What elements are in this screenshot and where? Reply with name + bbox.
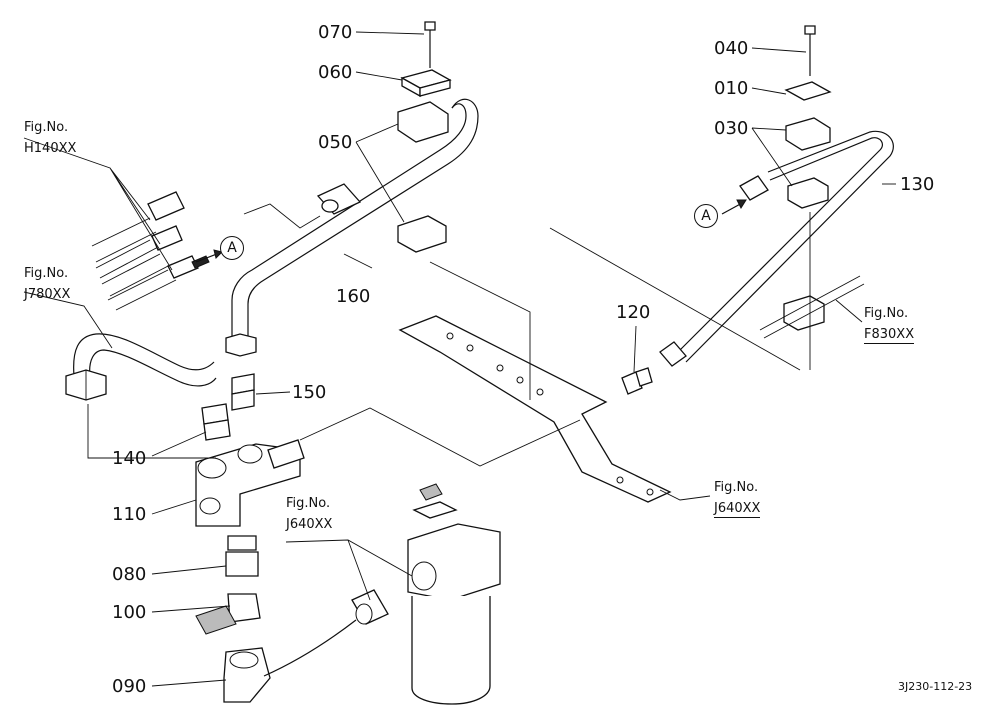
fig-ref-code: F830XX [864, 327, 915, 344]
part-label-040: 040 [714, 38, 749, 59]
fig-ref-j780xx: Fig.No. J780XX [24, 266, 70, 302]
clamp-040-010-030 [759, 25, 865, 339]
fitting-150 [231, 373, 255, 411]
pipe-130 [659, 130, 894, 367]
filter-unit [351, 483, 501, 705]
fig-ref-code: J780XX [24, 287, 71, 302]
valve-block-110 [195, 439, 305, 527]
fig-ref-prefix: Fig.No. [24, 266, 69, 281]
fig-ref-code: J640XX [714, 501, 761, 518]
fig-ref-f830xx: Fig.No. F830XX [864, 306, 915, 344]
part-label-090: 090 [112, 676, 147, 697]
fig-ref-h140xx: Fig.No. H140XX [24, 120, 76, 156]
bracket-plate [398, 315, 672, 503]
fig-ref-j640xx-filter: Fig.No. J640XX [286, 496, 332, 532]
part-label-080: 080 [112, 564, 147, 585]
fitting-080 [225, 535, 259, 577]
part-label-010: 010 [714, 78, 749, 99]
part-label-160: 160 [336, 286, 371, 307]
arrow-to-a-left [195, 249, 223, 263]
part-label-100: 100 [112, 602, 147, 623]
fig-ref-prefix: Fig.No. [864, 306, 909, 321]
elbow-100 [195, 593, 261, 635]
part-label-150: 150 [292, 382, 327, 403]
pipe-j780 [65, 333, 217, 401]
callout-a-right: A [694, 204, 718, 228]
fig-ref-code: H140XX [24, 141, 77, 156]
elbow-090 [223, 647, 271, 703]
pipe-160 [225, 98, 479, 357]
part-label-130: 130 [900, 174, 935, 195]
fig-ref-j640xx-bracket: Fig.No. J640XX [714, 480, 761, 518]
fitting-120 [621, 367, 653, 395]
fig-ref-prefix: Fig.No. [714, 480, 759, 495]
drawing-code: 3J230-112-23 [898, 680, 973, 693]
hose-bundle-left [91, 191, 210, 311]
leader-lines [23, 31, 896, 687]
clamp-050-060-070 [397, 21, 452, 253]
part-label-050: 050 [318, 132, 353, 153]
part-label-120: 120 [616, 302, 651, 323]
part-label-060: 060 [318, 62, 353, 83]
fig-ref-prefix: Fig.No. [24, 120, 69, 135]
callout-a-left: A [220, 236, 244, 260]
part-label-030: 030 [714, 118, 749, 139]
arrow-to-a-right [721, 199, 747, 215]
pipe-to-filter [263, 619, 357, 677]
fig-ref-code: J640XX [286, 517, 333, 532]
fig-ref-prefix: Fig.No. [286, 496, 331, 511]
part-label-110: 110 [112, 504, 147, 525]
fitting-140 [201, 403, 231, 441]
part-label-140: 140 [112, 448, 147, 469]
part-label-070: 070 [318, 22, 353, 43]
